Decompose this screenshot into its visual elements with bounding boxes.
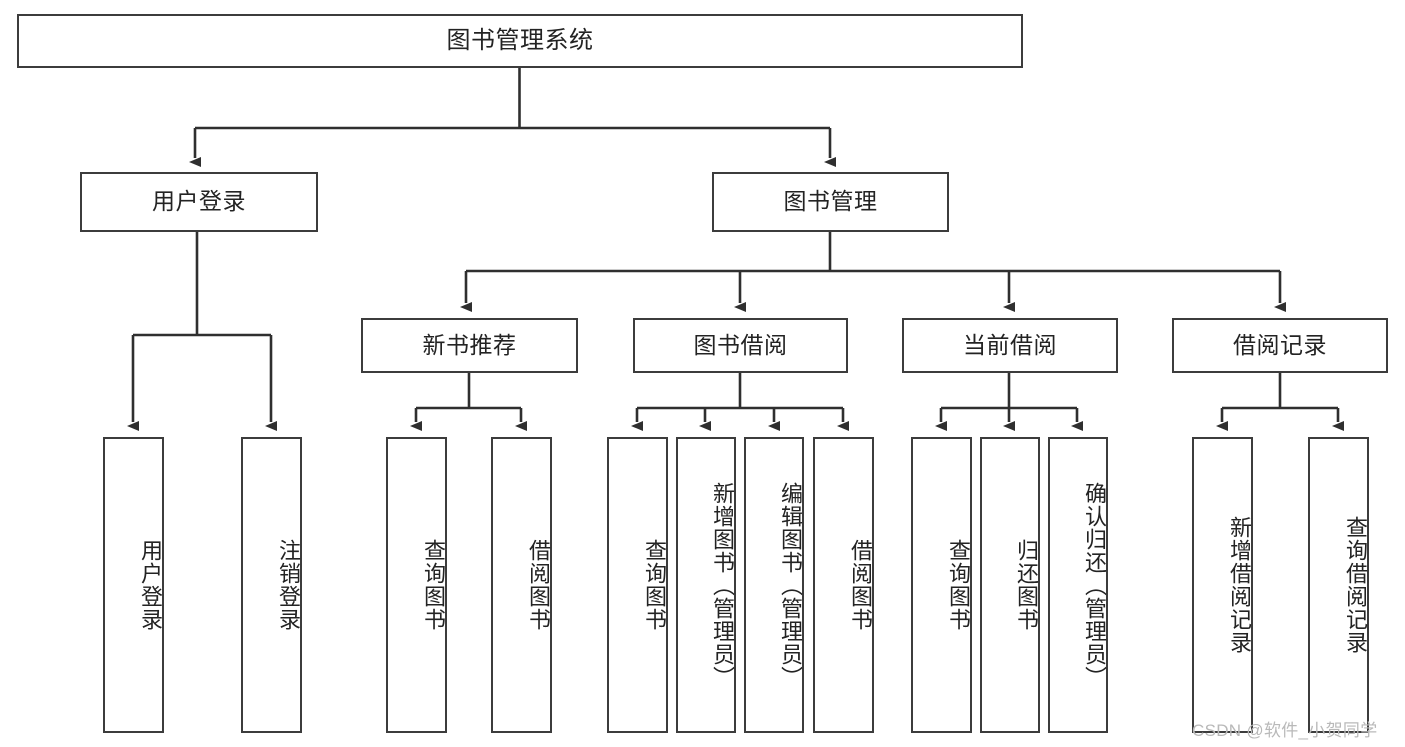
leaf-query-book-recommend[interactable]: 查询图书 — [386, 437, 447, 733]
node-book-management[interactable]: 图书管理 — [712, 172, 949, 232]
node-label: 图书管理 — [783, 188, 878, 215]
node-label: 查询借阅记录 — [1343, 516, 1368, 654]
leaf-add-book-admin[interactable]: 新增图书（管理员） — [676, 437, 736, 733]
leaf-add-borrow-record[interactable]: 新增借阅记录 — [1192, 437, 1253, 733]
leaf-user-login[interactable]: 用户登录 — [103, 437, 164, 733]
node-current-borrow[interactable]: 当前借阅 — [902, 318, 1118, 373]
node-label: 注销登录 — [276, 539, 301, 631]
node-label: 图书管理系统 — [446, 26, 594, 54]
leaf-edit-book-admin[interactable]: 编辑图书（管理员） — [744, 437, 804, 733]
node-label: 新增图书（管理员） — [710, 481, 735, 689]
leaf-return-book[interactable]: 归还图书 — [980, 437, 1040, 733]
node-label: 新书推荐 — [422, 331, 517, 358]
leaf-query-book-current[interactable]: 查询图书 — [911, 437, 972, 733]
node-label: 新增借阅记录 — [1227, 516, 1252, 654]
node-label: 查询图书 — [642, 539, 667, 631]
node-user-login[interactable]: 用户登录 — [80, 172, 318, 232]
leaf-logout[interactable]: 注销登录 — [241, 437, 302, 733]
leaf-borrow-book[interactable]: 借阅图书 — [813, 437, 874, 733]
node-label: 归还图书 — [1014, 539, 1039, 631]
leaf-query-borrow-record[interactable]: 查询借阅记录 — [1308, 437, 1369, 733]
node-borrow-records[interactable]: 借阅记录 — [1172, 318, 1388, 373]
node-label: 编辑图书（管理员） — [778, 481, 803, 689]
node-label: 查询图书 — [421, 539, 446, 631]
node-label: 借阅记录 — [1233, 331, 1327, 358]
node-book-borrow[interactable]: 图书借阅 — [633, 318, 848, 373]
leaf-confirm-return-admin[interactable]: 确认归还（管理员） — [1048, 437, 1108, 733]
node-label: 用户登录 — [138, 539, 163, 631]
node-label: 借阅图书 — [526, 539, 551, 631]
node-root-library-system[interactable]: 图书管理系统 — [17, 14, 1023, 68]
node-label: 查询图书 — [946, 539, 971, 631]
node-label: 图书借阅 — [693, 331, 788, 358]
watermark: CSDN @软件_小贺同学 — [1192, 721, 1378, 740]
node-label: 用户登录 — [152, 188, 246, 215]
node-label: 当前借阅 — [963, 331, 1057, 358]
node-new-book-recommend[interactable]: 新书推荐 — [361, 318, 578, 373]
node-label: 确认归还（管理员） — [1082, 481, 1107, 689]
leaf-borrow-book-recommend[interactable]: 借阅图书 — [491, 437, 552, 733]
node-label: 借阅图书 — [848, 539, 873, 631]
leaf-query-book-borrow[interactable]: 查询图书 — [607, 437, 668, 733]
